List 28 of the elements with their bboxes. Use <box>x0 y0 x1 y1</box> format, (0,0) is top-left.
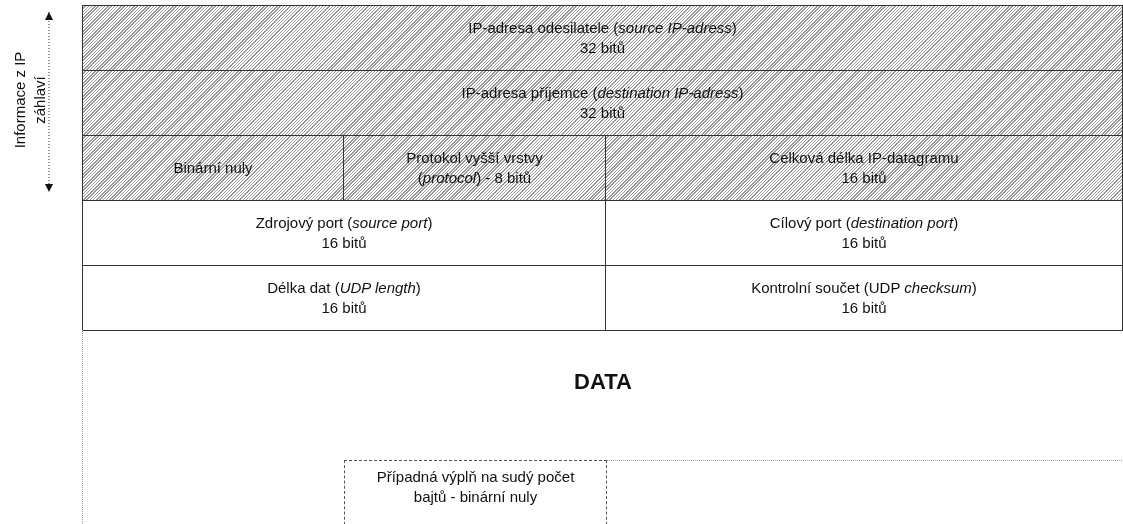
field-name: IP-adresa příjemce (destination IP-adress) <box>460 83 745 103</box>
field-size: 32 bitů <box>578 38 626 58</box>
field-name: Zdrojový port (source port) <box>254 213 434 233</box>
field-size: 16 bitů <box>840 168 888 188</box>
field-size: 16 bitů <box>320 233 368 253</box>
side-label: Informace z IP záhlaví <box>10 50 49 151</box>
field-name: Kontrolní součet (UDP checksum) <box>750 278 978 298</box>
field-cell <box>605 265 1123 331</box>
field-size: 16 bitů <box>320 298 368 318</box>
field-size: 16 bitů <box>840 233 888 253</box>
field-cell <box>82 70 1123 136</box>
field-cell <box>82 265 606 331</box>
field-name: Délka dat (UDP length) <box>266 278 422 298</box>
padding-note: Případná výplň na sudý počet bajtů - binární nuly <box>375 467 576 507</box>
data-heading: DATA <box>573 372 633 392</box>
field-cell <box>605 135 1123 201</box>
field-cell <box>82 135 344 201</box>
field-cell <box>82 5 1123 71</box>
field-name: Cílový port (destination port) <box>768 213 960 233</box>
field-size: 16 bitů <box>840 298 888 318</box>
field-name: Celková délka IP-datagramu <box>768 148 960 168</box>
field-name: Protokol vyšší vrstvy (protocol) - 8 bitů <box>405 148 544 188</box>
field-name: Binární nuly <box>172 158 254 178</box>
padding-box <box>344 460 607 524</box>
field-cell <box>343 135 606 201</box>
field-name: IP-adresa odesilatele (source IP-adress) <box>467 18 738 38</box>
field-size: 32 bitů <box>578 103 626 123</box>
data-area <box>82 330 1123 524</box>
